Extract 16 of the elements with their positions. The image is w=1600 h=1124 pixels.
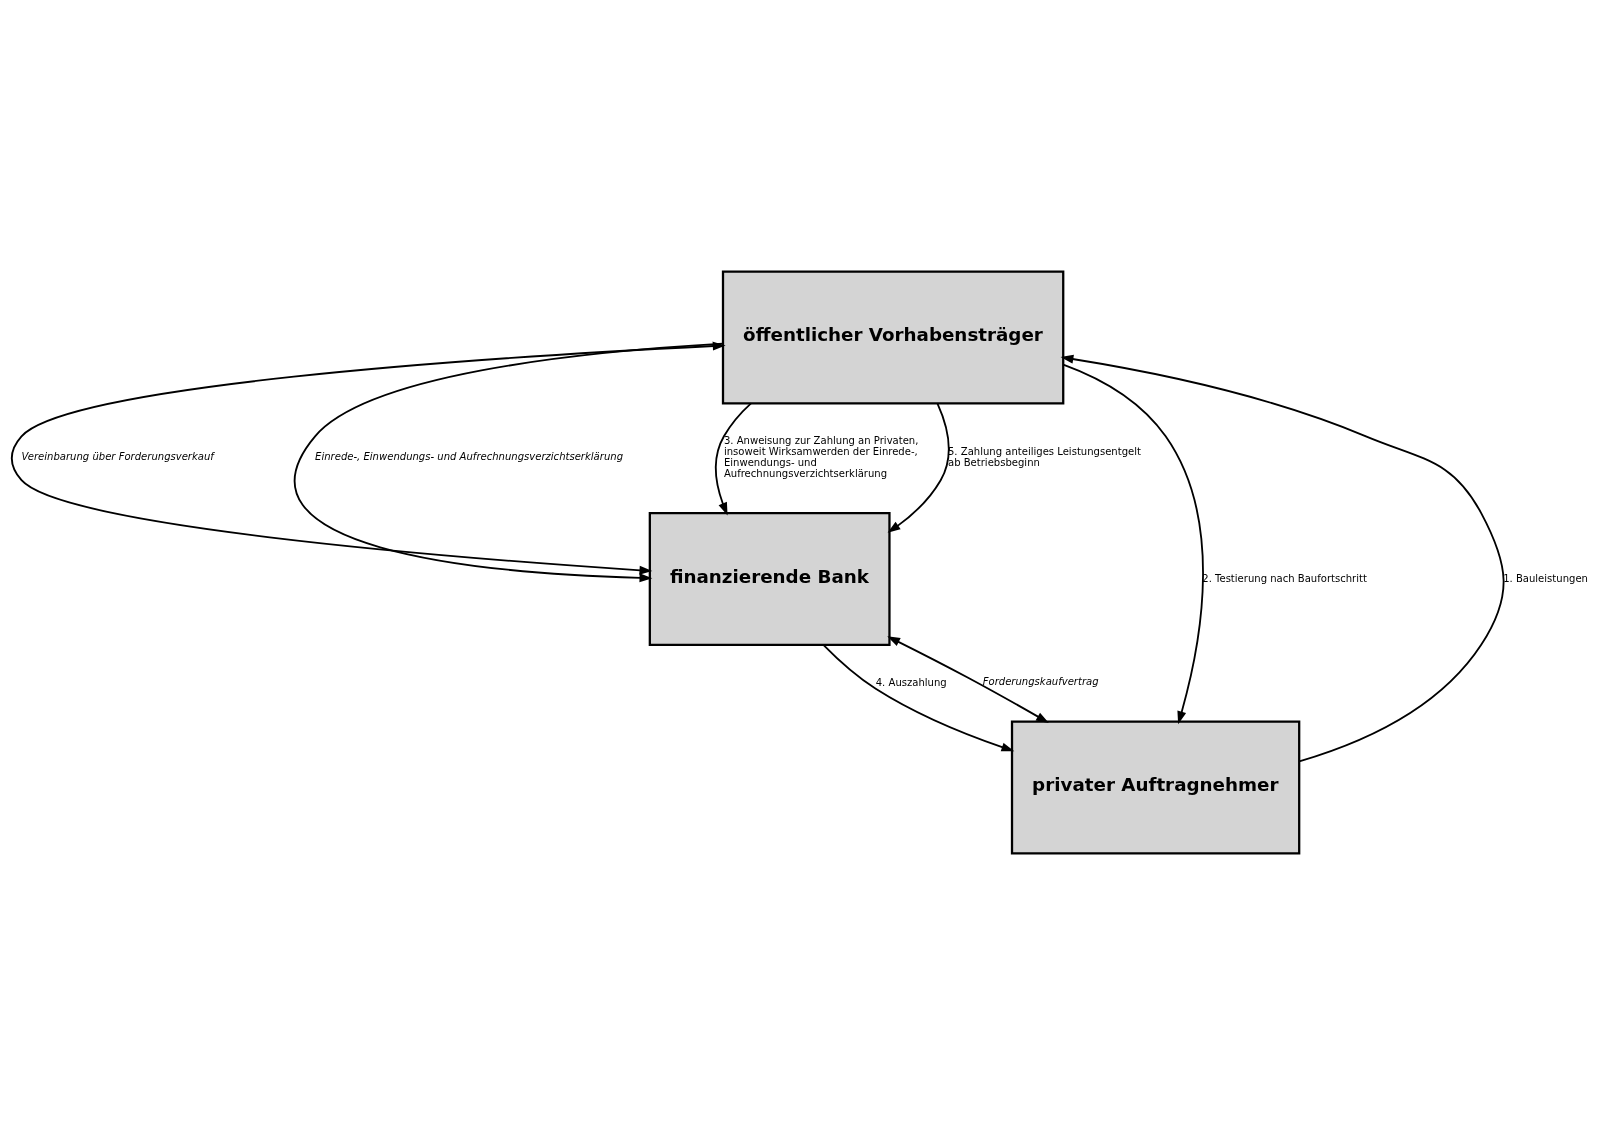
edge-label: Forderungskaufvertrag	[982, 675, 1099, 687]
edge-label: Vereinbarung über Forderungsverkauf	[21, 450, 214, 462]
edge-label: 3. Anweisung zur Zahlung an Privaten, insoweit Wirksamwerden der Einrede-, Einwendungs- und Aufrechnungsverzichtserklärung	[723, 434, 919, 479]
node-box: öffentlicher Vorhabensträger	[721, 270, 1065, 404]
edge-label: 5. Zahlung anteiliges Leistungsentgelt ab Betriebsbeginn	[947, 445, 1141, 468]
node-box: privater Auftragnehmer	[1010, 720, 1301, 854]
arrow	[1062, 363, 1204, 724]
arrow	[714, 401, 752, 515]
node-box: finanzierende Bank	[648, 511, 891, 646]
arrow	[1060, 354, 1505, 762]
edge-label: 1. Bauleistungen	[1503, 572, 1588, 584]
edge-label: 4. Auszahlung	[875, 676, 947, 688]
arrow	[887, 402, 950, 533]
arrow	[822, 643, 1015, 751]
arrow	[887, 635, 1049, 723]
edge-label: Einrede-, Einwendungs- und Aufrechnungsverzichtserklärung	[315, 450, 624, 462]
